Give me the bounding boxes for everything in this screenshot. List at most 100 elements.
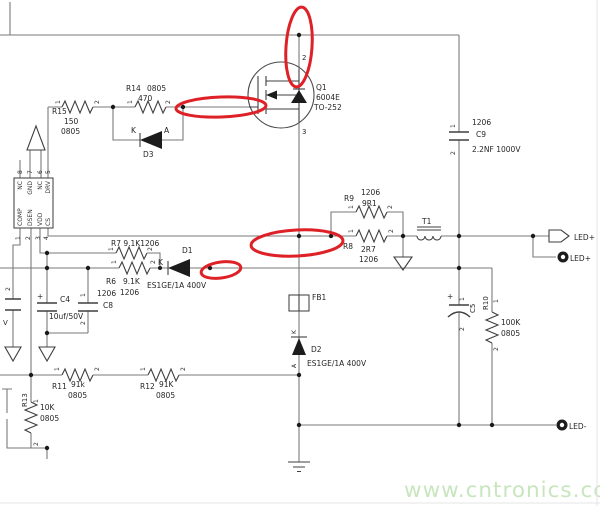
r6-pin1: 1 xyxy=(111,260,118,264)
d1-cathode-mark: K xyxy=(158,258,164,267)
ic-pin3-num: 3 xyxy=(35,236,42,240)
r11-pin2: 2 xyxy=(94,367,101,371)
ic-pin6-num: 6 xyxy=(37,170,44,174)
c8-pin1: 1 xyxy=(80,293,87,297)
r15-pin2: 2 xyxy=(94,100,101,104)
r7-pin1: 1 xyxy=(108,247,115,251)
ic-pin5-num: 5 xyxy=(45,170,52,174)
r12-ref: R12 xyxy=(140,382,155,391)
r10-pin1: 1 xyxy=(493,299,500,303)
r13-ref: R13 xyxy=(21,393,29,407)
ic-pin1-num: 1 xyxy=(15,236,22,240)
led-plus-net-label: LED+ xyxy=(574,233,595,242)
r9-pin1: 1 xyxy=(348,205,355,209)
c9-pkg: 1206 xyxy=(472,118,491,127)
r9-pkg: 1206 xyxy=(361,188,380,197)
c8-ref: C8 xyxy=(103,301,113,310)
ic-pin5-name: DRV xyxy=(45,180,52,193)
r9-pin2: 2 xyxy=(387,205,394,209)
annotations xyxy=(174,5,345,280)
r14-value: 470 xyxy=(138,94,153,103)
c4-value: 10uf/50V xyxy=(49,312,84,321)
diode-d3-icon xyxy=(140,131,162,149)
diode-symbols xyxy=(139,131,307,355)
c8-pkg: 1206 xyxy=(97,289,116,298)
r15-value: 150 xyxy=(64,117,79,126)
ic-pin4-num: 4 xyxy=(43,236,50,240)
r7-pin2: 2 xyxy=(147,247,154,251)
r9-ref: R9 xyxy=(344,194,354,203)
ic-pin6-name: NC xyxy=(37,181,44,190)
c9-value: 2.2NF 1000V xyxy=(472,145,521,154)
annotation-ellipse-gate xyxy=(174,95,268,119)
ferrite-bead-fb1-symbol xyxy=(288,294,310,312)
resistor-r10 xyxy=(485,311,499,344)
fb1-ref: FB1 xyxy=(312,293,326,302)
led-plus-connector-icon xyxy=(548,229,570,243)
r11-pin1: 1 xyxy=(54,367,61,371)
ic-pin2-name: DSEN xyxy=(27,209,34,226)
ic-pin2-num: 2 xyxy=(25,236,32,240)
d2-cathode-mark: K xyxy=(291,329,298,334)
annotation-ellipse-source-node xyxy=(249,228,345,258)
controller-ic-symbol xyxy=(13,177,54,229)
r14-pin2: 2 xyxy=(165,100,172,104)
d3-anode-mark: A xyxy=(164,126,170,135)
c9-pin2: 2 xyxy=(450,151,457,155)
net-arrow-down-icon xyxy=(392,256,414,271)
resistor-r8 xyxy=(355,229,388,243)
mosfet-q1-symbol xyxy=(247,61,315,129)
r12-value: 91K xyxy=(159,380,175,389)
mosfet-arrow-icon xyxy=(266,90,277,100)
q1-package: TO-252 xyxy=(313,103,342,112)
r8-ref: R8 xyxy=(343,242,353,251)
r6-ref: R6 xyxy=(106,277,116,286)
diode-d1-icon xyxy=(168,259,190,277)
led-minus-terminal-label: LED- xyxy=(569,422,587,431)
r13-pkg: 0805 xyxy=(40,414,59,423)
ic-pin8-name: NC xyxy=(17,181,24,190)
r9-value: 9R1 xyxy=(362,199,377,208)
r10-pin2: 2 xyxy=(493,347,500,351)
r8-pin1: 1 xyxy=(348,229,355,233)
d2-anode-mark: A xyxy=(291,363,298,368)
r6-value: 9.1K xyxy=(123,277,141,286)
capacitor-symbols xyxy=(5,131,471,318)
r6-pkg: 1206 xyxy=(120,288,139,297)
cap-c4-plates xyxy=(37,302,57,312)
c5-pin2: 2 xyxy=(459,327,466,331)
inductor-t1-symbol xyxy=(416,226,442,241)
r10-pkg: 0805 xyxy=(501,329,520,338)
t1-ref: T1 xyxy=(421,217,432,226)
d3-cathode-mark: K xyxy=(131,126,137,135)
c9-ref: C9 xyxy=(476,130,486,139)
ic-pin8-num: 8 xyxy=(17,170,24,174)
ic-pin4-name: CS xyxy=(45,218,52,226)
ic-pin7-name: GND xyxy=(27,181,34,195)
c5-plus-mark: + xyxy=(447,292,453,301)
labels: R15 150 0805 1 2 R14 0805 470 1 2 K A D3… xyxy=(3,54,595,446)
cedge-mark: V xyxy=(3,319,8,327)
annotation-ellipse-drain xyxy=(284,5,314,89)
net-arrow-up-icon xyxy=(26,124,46,151)
ground-and-net-symbols xyxy=(4,124,570,473)
watermark: www.cntronics.com xyxy=(404,478,600,503)
r8-pkg: 1206 xyxy=(359,255,378,264)
diode-d2-icon xyxy=(292,338,306,355)
d1-ref: D1 xyxy=(182,246,193,255)
d2-value: ES1GE/1A 400V xyxy=(307,359,367,368)
c9-pin1: 1 xyxy=(450,124,457,128)
earth-ground-icon xyxy=(288,461,310,473)
ground-triangle-icon xyxy=(38,346,56,363)
body-diode-icon xyxy=(291,90,307,103)
r13-value: 10K xyxy=(40,403,56,412)
terminals xyxy=(556,251,569,431)
r7-label: R7 9.1K1206 xyxy=(111,239,160,248)
r8-pin2: 2 xyxy=(388,229,395,233)
controller-ic-labels: 8 7 6 5 NC GND NC DRV COMP DSEN VDD CS 1… xyxy=(15,170,52,240)
r13-pin2: 2 xyxy=(33,442,40,446)
led-plus-terminal-label: LED+ xyxy=(570,254,591,263)
resistor-r6 xyxy=(118,261,151,275)
